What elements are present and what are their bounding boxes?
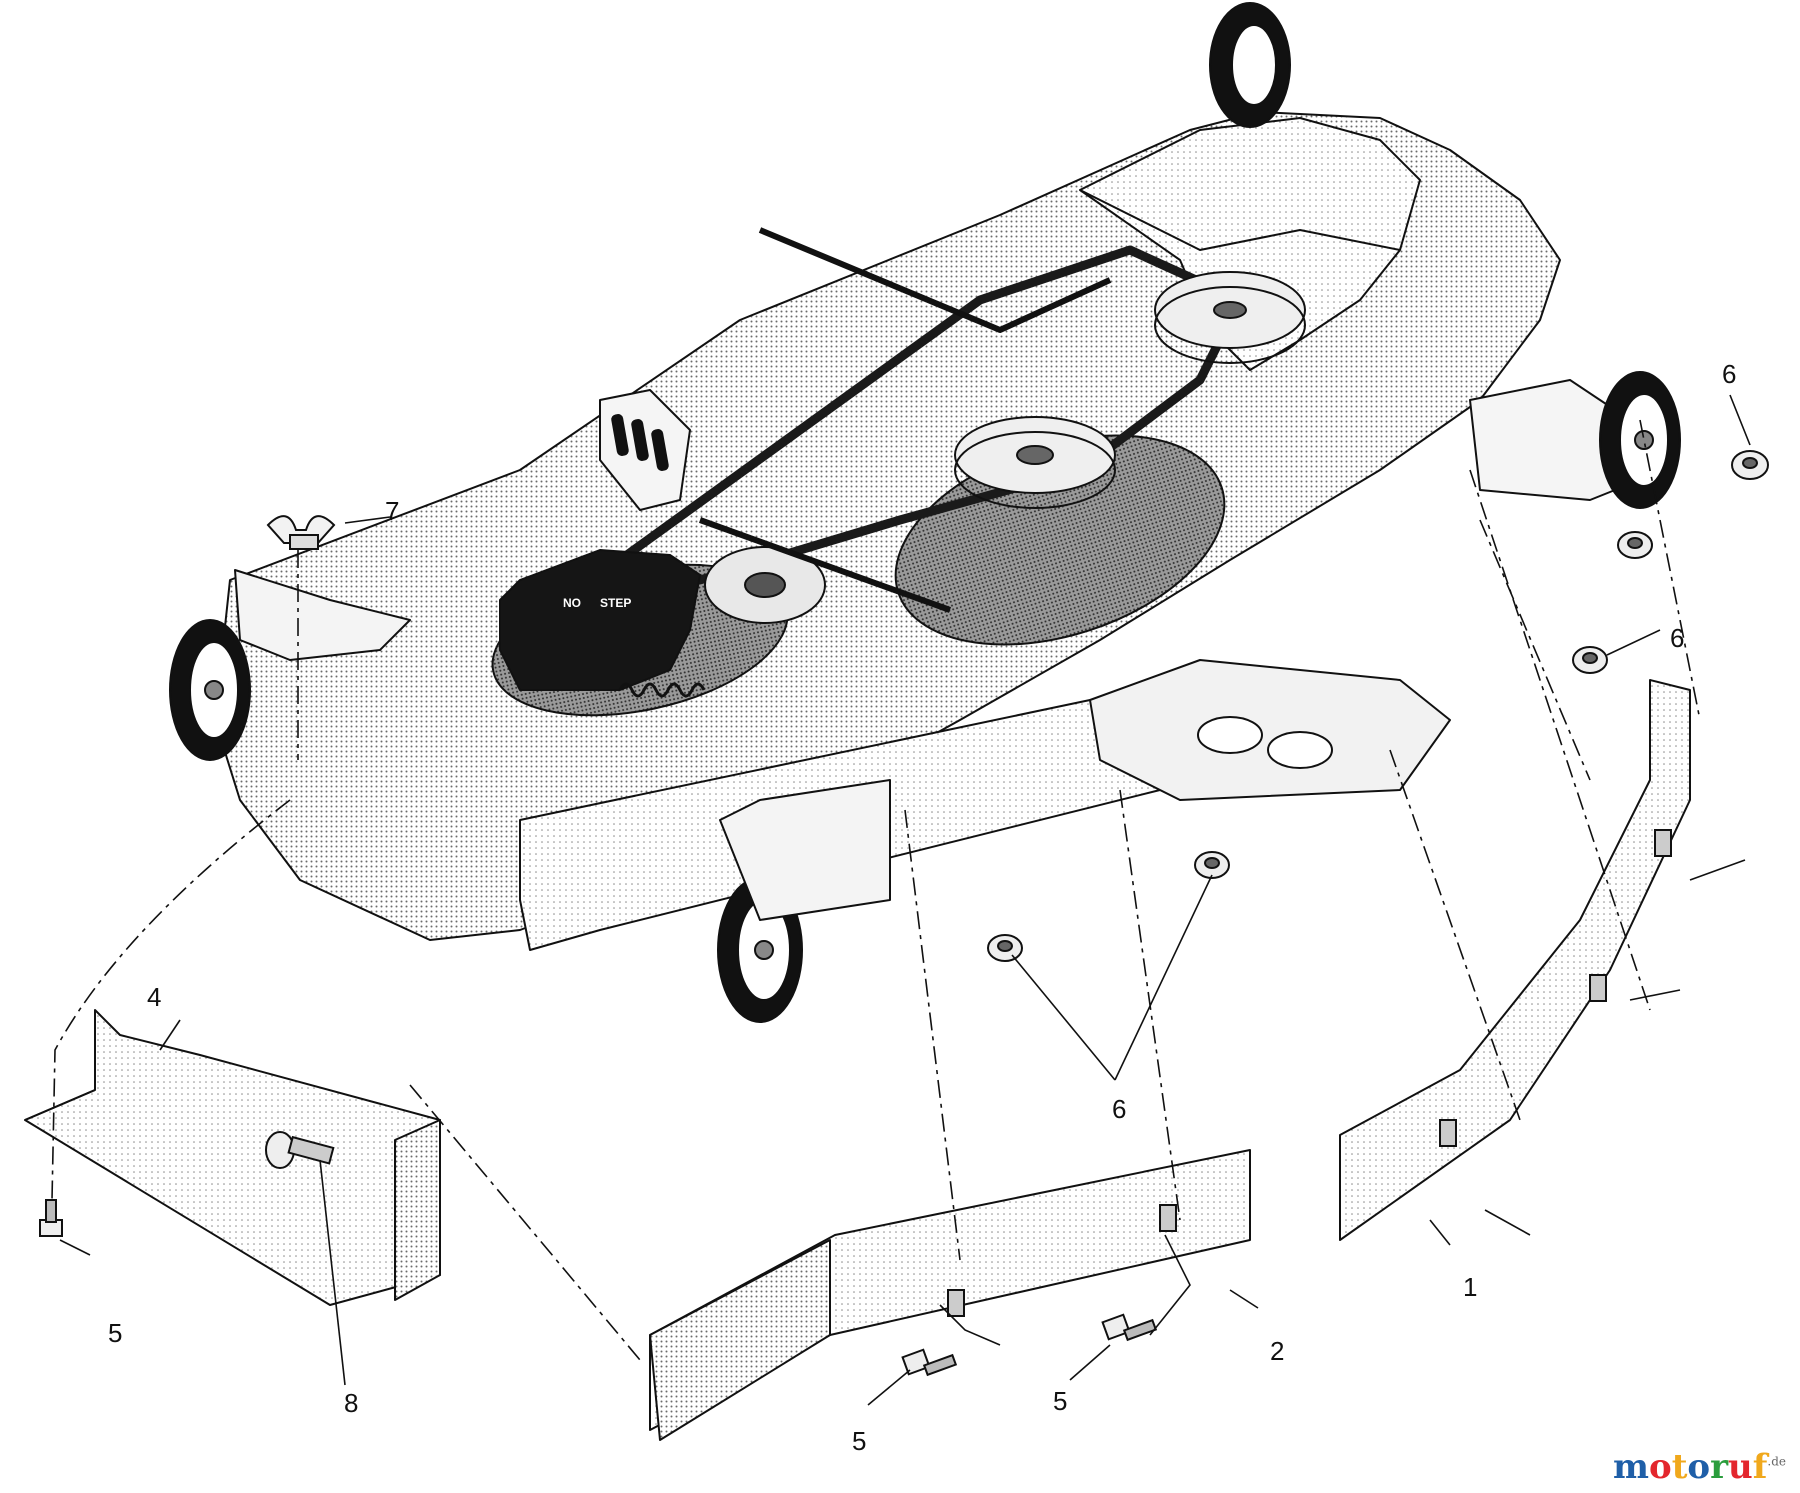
wm-suffix: .de: [1767, 1454, 1786, 1469]
flange-nut-icon: [1731, 450, 1769, 480]
wm-o: o: [1649, 1447, 1672, 1487]
callout-8: 8: [344, 1388, 358, 1418]
wm-r: r: [1710, 1447, 1729, 1487]
callout-6-right: 6: [1670, 623, 1684, 653]
no-label: NO: [563, 596, 581, 610]
shoulder-bolt-icon: [265, 1131, 335, 1169]
callout-5-center: 5: [1053, 1386, 1067, 1416]
hex-bolt-icon: [1101, 1313, 1158, 1342]
mower-deck: NO STEP: [169, 2, 1681, 1023]
center-wheel-bracket: [719, 779, 891, 921]
shield-clip-icon: [1589, 974, 1607, 1002]
hardware: [39, 450, 1769, 1377]
idler-pulley: [704, 546, 826, 624]
shield-clip-icon: [1159, 1204, 1177, 1232]
wm-u: u: [1728, 1447, 1753, 1487]
callout-4: 4: [147, 982, 161, 1012]
tension-spring: [618, 682, 706, 698]
shield-clip-icon: [1439, 1119, 1457, 1147]
callout-5-left: 5: [108, 1318, 122, 1348]
wing-nut-icon: [266, 515, 336, 550]
step-label: STEP: [600, 596, 631, 610]
flange-nut-icon: [1194, 851, 1230, 879]
callout-2: 2: [1270, 1336, 1284, 1366]
front-lift-rod: [698, 517, 952, 613]
rear-pulley: [1154, 271, 1306, 364]
callout-6-center: 6: [1112, 1094, 1126, 1124]
callouts: 6 6 7 6 4 5 8 5 5 2 1: [108, 359, 1736, 1456]
shield-clip-icon: [947, 1289, 965, 1317]
wm-t: t: [1671, 1447, 1688, 1487]
callout-5-bottom-center: 5: [852, 1426, 866, 1456]
shield-part-1: [1339, 679, 1691, 1241]
center-pulley: [954, 416, 1116, 509]
callout-7: 7: [385, 496, 399, 526]
gauge-wheel-rear-top: [1209, 2, 1291, 128]
motoruf-watermark: motoruf.de: [1613, 1447, 1786, 1487]
flange-nut-icon: [987, 934, 1023, 962]
flange-nut-icon: [1617, 531, 1653, 559]
shield-clip-icon: [1654, 829, 1672, 857]
callout-6-rear-right: 6: [1722, 359, 1736, 389]
flange-nut-icon: [1572, 646, 1608, 674]
leader-lines: [51, 394, 1751, 1406]
housing-fold: [1079, 189, 1401, 251]
lift-rod: [758, 227, 1112, 333]
hex-bolt-icon: [39, 1199, 63, 1237]
gauge-wheel-front-left: [169, 619, 251, 761]
wm-o2: o: [1687, 1447, 1711, 1487]
left-belt-guard: [499, 549, 701, 691]
wm-f: f: [1752, 1447, 1768, 1487]
deflector-part-4: [24, 1009, 441, 1306]
left-wheel-bracket: [234, 569, 411, 661]
hex-bolt-icon: [901, 1348, 958, 1377]
gauge-wheel-rear-right: [1599, 371, 1681, 509]
wm-m: m: [1613, 1447, 1649, 1487]
callout-1: 1: [1463, 1272, 1477, 1302]
rear-hitch-bracket: [1089, 659, 1451, 801]
